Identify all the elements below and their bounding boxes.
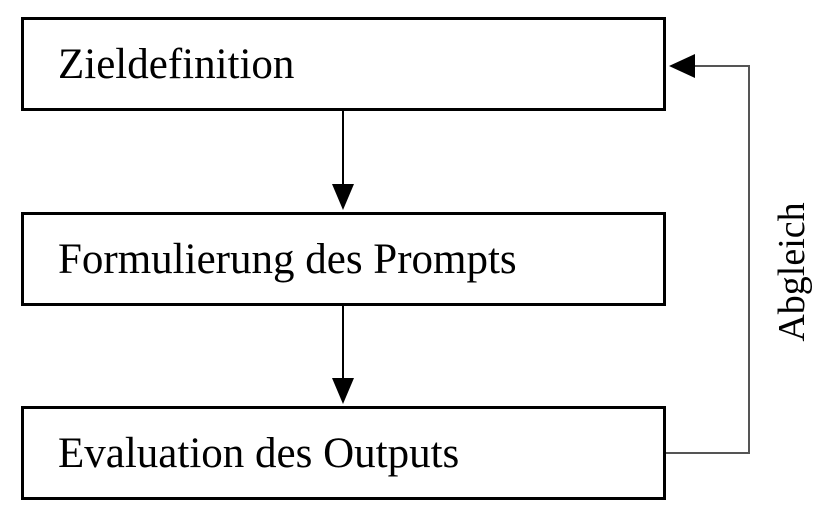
step-formulierung: Formulierung des Prompts (21, 212, 666, 306)
feedback-label: Abgleich (771, 202, 813, 342)
step-label: Evaluation des Outputs (58, 429, 460, 477)
step-zieldefinition: Zieldefinition (21, 17, 666, 111)
feedback-line (666, 65, 750, 454)
step-label: Formulierung des Prompts (58, 235, 517, 283)
arrow-2-to-3-head (332, 378, 354, 404)
feedback-arrow-head (669, 54, 695, 78)
step-label: Zieldefinition (58, 40, 295, 88)
step-evaluation: Evaluation des Outputs (21, 406, 666, 500)
arrow-1-to-2-head (332, 184, 354, 210)
